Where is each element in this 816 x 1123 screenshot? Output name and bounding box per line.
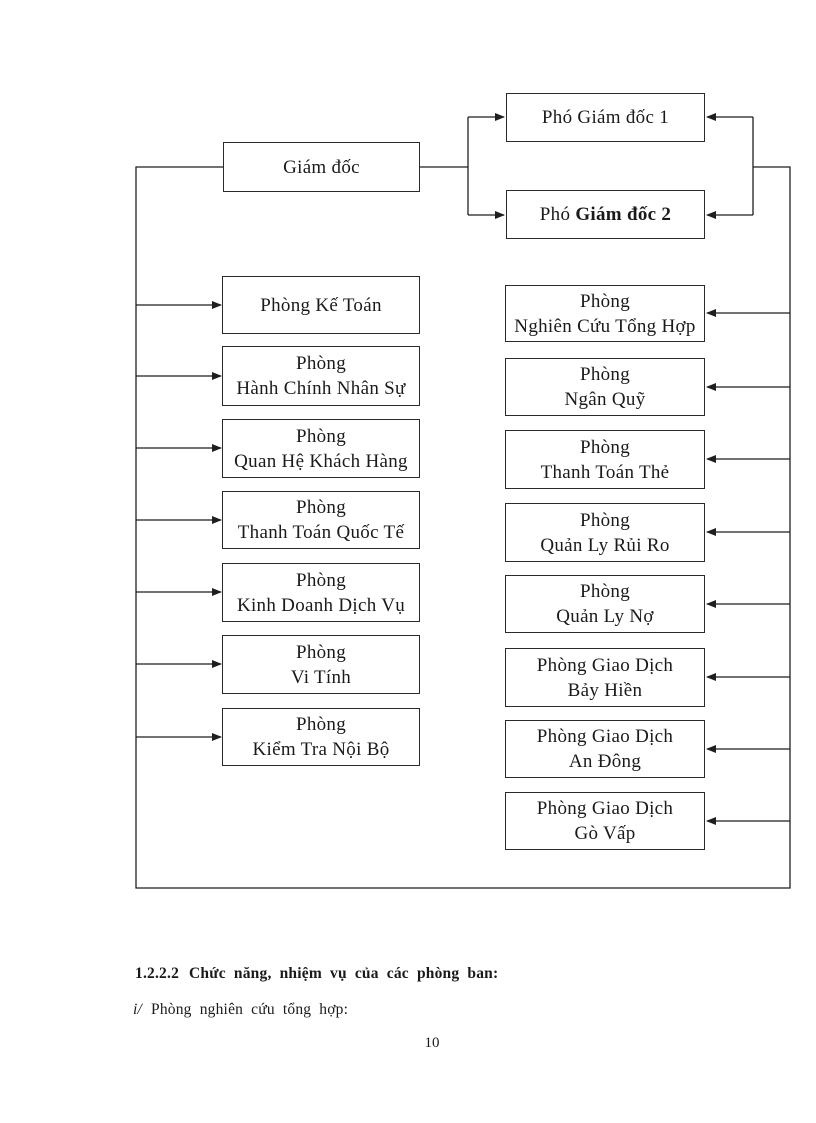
dept-label-line: Phòng Giao Dịch	[536, 654, 674, 676]
dept-label-line: Phòng	[579, 436, 631, 458]
section-heading: 1.2.2.2 Chức năng, nhiệm vụ của các phòng…	[135, 965, 498, 983]
dept-label-line: Vi Tính	[290, 666, 352, 688]
deputy-director-2-box: Phó Giám đốc 2	[506, 190, 705, 239]
dept-label-line: Phòng Giao Dịch	[536, 798, 674, 819]
director-label: Giám đốc	[283, 156, 360, 178]
branch-box-bay-hien: Phòng Giao Dịch Bảy Hiền	[505, 648, 705, 707]
dept-box-ke-toan: Phòng Kế Toán	[222, 276, 420, 334]
dept-box-kiem-tra-noi-bo: Phòng Kiểm Tra Nội Bộ	[222, 708, 420, 766]
dept-label-line: Phòng	[295, 425, 347, 447]
section-number: 1.2.2.2	[135, 965, 180, 982]
dept-label-line: Hành Chính Nhân Sự	[236, 378, 406, 399]
director-box: Giám đốc	[223, 142, 420, 192]
dept-label-line: An Đông	[568, 751, 642, 772]
deputy-director-2-prefix: Phó	[539, 204, 576, 225]
dept-label-line: Phòng	[295, 497, 347, 518]
dept-label-line: Phòng Kế Toán	[260, 294, 382, 316]
dept-label-line: Phòng	[295, 714, 347, 735]
deputy-director-1-label: Phó Giám đốc 1	[541, 107, 670, 128]
dept-box-quan-ly-no: Phòng Quản Ly Nợ	[505, 575, 705, 633]
branch-box-go-vap: Phòng Giao Dịch Gò Vấp	[505, 792, 705, 850]
dept-label-line: Phòng	[579, 364, 631, 385]
dept-label-line: Ngân Quỹ	[564, 389, 646, 410]
dept-label-line: Quản Ly Rủi Ro	[540, 534, 670, 556]
dept-label-line: Kiểm Tra Nội Bộ	[252, 739, 390, 760]
dept-box-quan-he-khach-hang: Phòng Quan Hệ Khách Hàng	[222, 419, 420, 478]
dept-label-line: Nghiên Cứu Tổng Hợp	[514, 315, 696, 337]
deputy-director-2-label: Phó Giám đốc 2	[507, 202, 704, 227]
dept-label-line: Phòng	[579, 581, 631, 602]
dept-box-thanh-toan-the: Phòng Thanh Toán Thẻ	[505, 430, 705, 489]
dept-label-line: Bảy Hiền	[567, 679, 643, 701]
section-list-item: i/Phòng nghiên cứu tổng hợp:	[133, 1001, 348, 1019]
spine-line	[135, 166, 791, 889]
dept-label-line: Phòng Giao Dịch	[536, 726, 674, 747]
dept-label-line: Quản Ly Nợ	[556, 606, 654, 627]
dept-label-line: Phòng	[579, 290, 631, 312]
deputy-director-2-bold-text: Giám đốc 2	[575, 204, 672, 225]
dept-box-hanh-chinh-nhan-su: Phòng Hành Chính Nhân Sự	[222, 346, 420, 406]
dept-label-line: Phòng	[295, 569, 347, 591]
dept-label-line: Kinh Doanh Dịch Vụ	[236, 594, 406, 616]
list-item-text: Phòng nghiên cứu tổng hợp:	[151, 1001, 349, 1018]
dept-label-line: Thanh Toán Quốc Tế	[237, 522, 405, 543]
dept-box-kinh-doanh-dich-vu: Phòng Kinh Doanh Dịch Vụ	[222, 563, 420, 622]
dept-label-line: Phòng	[295, 353, 347, 374]
branch-box-an-dong: Phòng Giao Dịch An Đông	[505, 720, 705, 778]
page-number: 10	[424, 1035, 440, 1051]
dept-box-vi-tinh: Phòng Vi Tính	[222, 635, 420, 694]
dept-label-line: Phòng	[579, 509, 631, 531]
dept-box-nghien-cuu-tong-hop: Phòng Nghiên Cứu Tổng Hợp	[505, 285, 705, 342]
section-title: Chức năng, nhiệm vụ của các phòng ban:	[189, 965, 499, 982]
deputy-director-1-box: Phó Giám đốc 1	[506, 93, 705, 142]
dept-label-line: Gò Vấp	[574, 823, 636, 844]
dept-label-line: Phòng	[295, 641, 347, 663]
dept-box-ngan-quy: Phòng Ngân Quỹ	[505, 358, 705, 416]
dept-label-line: Thanh Toán Thẻ	[540, 461, 670, 483]
list-item-marker: i/	[133, 1001, 143, 1018]
dept-box-thanh-toan-quoc-te: Phòng Thanh Toán Quốc Tế	[222, 491, 420, 549]
dept-label-line: Quan Hệ Khách Hàng	[234, 450, 408, 472]
dept-box-quan-ly-rui-ro: Phòng Quản Ly Rủi Ro	[505, 503, 705, 562]
